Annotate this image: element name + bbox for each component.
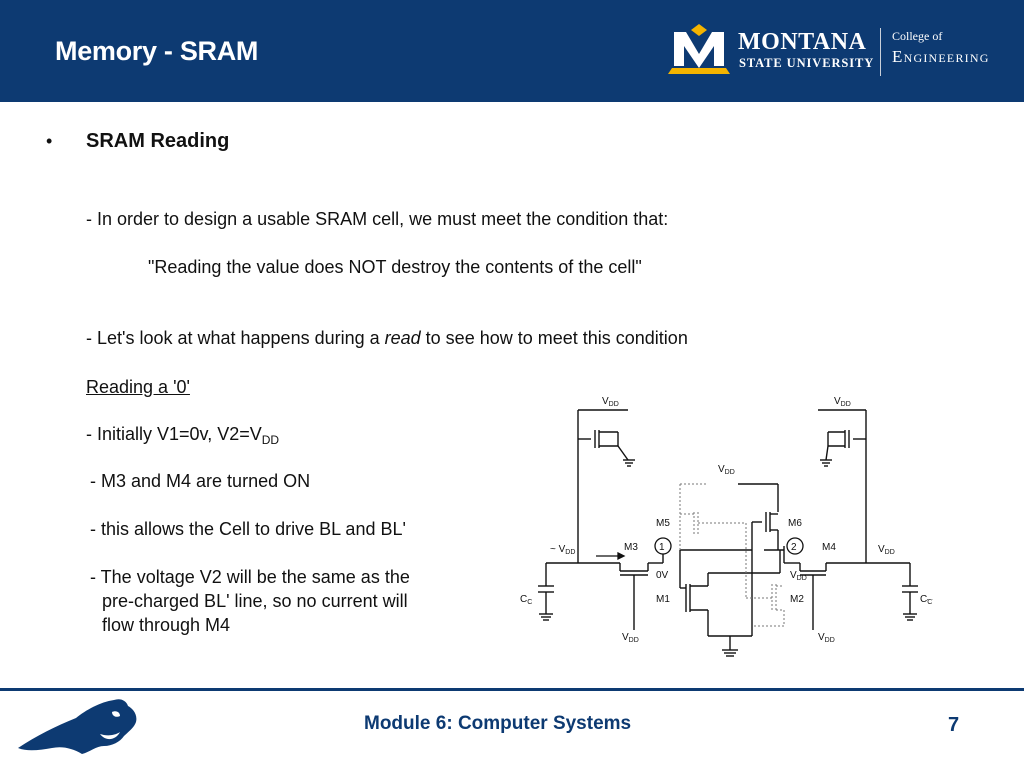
- svg-text:VDD: VDD: [790, 570, 807, 582]
- label-m2: M2: [790, 594, 804, 605]
- slide-title: Memory - SRAM: [55, 36, 259, 66]
- svg-text:VDD: VDD: [718, 464, 735, 476]
- label-vdd-m3-gate-sub: DD: [629, 637, 639, 644]
- label-cap-right-sub: C: [927, 599, 932, 606]
- paragraph-read-before: - Let's look at what happens during a: [86, 328, 385, 348]
- label-vdd-m4-gate-sub: DD: [825, 637, 835, 644]
- label-cap-left: C: [520, 594, 527, 605]
- bullet-heading: SRAM Reading: [86, 130, 230, 152]
- svg-text:~ VDD: ~ VDD: [550, 544, 575, 556]
- svg-text:VDD: VDD: [834, 396, 851, 408]
- line-initial-subscript: DD: [261, 433, 280, 447]
- label-cap-right: C: [920, 594, 927, 605]
- label-m4: M4: [822, 542, 836, 553]
- svg-text:VDD: VDD: [602, 396, 619, 408]
- msu-m-logo-icon: [668, 24, 730, 74]
- label-vdd-left-sub: DD: [609, 401, 619, 408]
- bullet-icon: •: [46, 131, 53, 151]
- paragraph-read: - Let's look at what happens during a re…: [86, 328, 688, 349]
- label-vdd-node2: V: [790, 570, 797, 581]
- label-m3: M3: [624, 542, 638, 553]
- label-vdd-left: V: [602, 396, 609, 407]
- label-vdd-m3-gate: V: [622, 632, 629, 643]
- subheading-reading-zero: Reading a '0': [86, 377, 190, 397]
- svg-text:VDD: VDD: [818, 632, 835, 644]
- line-precharged: pre-charged BL' line, so no current will: [102, 591, 408, 611]
- label-vdd-center: V: [718, 464, 725, 475]
- node-1-label: 1: [659, 542, 665, 553]
- header-bar: Memory - SRAM MONTANA STATE UNIVERSITY C…: [0, 0, 1024, 102]
- logo-state-university-text: STATE UNIVERSITY: [739, 56, 875, 70]
- line-no-current: flow through M4: [102, 615, 231, 635]
- paragraph-read-after: to see how to meet this condition: [420, 328, 688, 348]
- label-vdd-bl-right-sub: DD: [885, 549, 895, 556]
- logo-engineering-text: Engineering: [892, 47, 990, 66]
- svg-text:VDD: VDD: [622, 632, 639, 644]
- label-approx-vdd: ~ V: [550, 544, 566, 555]
- label-zero-v: 0V: [656, 570, 669, 581]
- quote-condition: "Reading the value does NOT destroy the …: [148, 257, 642, 277]
- node-2-label: 2: [791, 542, 797, 553]
- msu-logo: MONTANA STATE UNIVERSITY College of Engi…: [666, 24, 1016, 78]
- label-m6: M6: [788, 518, 802, 529]
- node-1-icon: [654, 537, 672, 555]
- line-initial-voltages: - Initially V1=0v, V2=VDD: [86, 424, 280, 447]
- sram-read-circuit-diagram: VDD VDD VDD ~ VDD VDD VDD VDD VDD M3 M4 …: [520, 396, 932, 657]
- paragraph-read-emphasis: read: [384, 328, 421, 348]
- logo-montana-text: MONTANA: [738, 29, 867, 55]
- slide-content: • SRAM Reading - In order to design a us…: [46, 130, 932, 657]
- footer-module-title: Module 6: Computer Systems: [364, 713, 632, 734]
- paragraph-condition: - In order to design a usable SRAM cell,…: [86, 209, 669, 229]
- label-vdd-center-sub: DD: [725, 469, 735, 476]
- footer-divider: [0, 688, 1024, 691]
- line-voltage-v2: - The voltage V2 will be the same as the: [90, 567, 410, 587]
- label-approx-vdd-sub: DD: [565, 549, 575, 556]
- node-2-icon: [786, 537, 804, 555]
- line-cell-drives-bl: - this allows the Cell to drive BL and B…: [90, 519, 406, 539]
- label-m1: M1: [656, 594, 670, 605]
- page-number: 7: [948, 714, 960, 736]
- label-vdd-node2-sub: DD: [797, 575, 807, 582]
- logo-divider: [880, 28, 881, 76]
- svg-text:CC: CC: [920, 594, 932, 606]
- label-m5: M5: [656, 518, 670, 529]
- svg-text:VDD: VDD: [878, 544, 895, 556]
- bobcat-logo-icon: [18, 699, 137, 754]
- line-initial-text: - Initially V1=0v, V2=V: [86, 424, 262, 444]
- logo-college-of-text: College of: [892, 29, 943, 43]
- svg-text:CC: CC: [520, 594, 532, 606]
- label-vdd-bl-right: V: [878, 544, 885, 555]
- label-vdd-right-sub: DD: [841, 401, 851, 408]
- label-vdd-m4-gate: V: [818, 632, 825, 643]
- label-vdd-right: V: [834, 396, 841, 407]
- line-m3-m4-on: - M3 and M4 are turned ON: [90, 471, 311, 491]
- label-cap-left-sub: C: [527, 599, 532, 606]
